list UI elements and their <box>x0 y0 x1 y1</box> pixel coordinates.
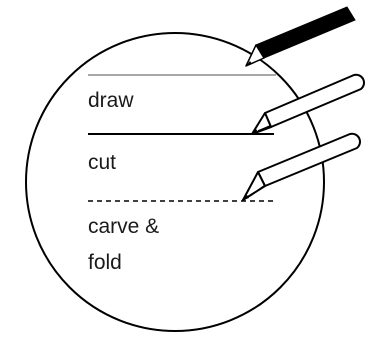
cut-label: cut <box>88 152 116 173</box>
scoring-pen-icon <box>243 134 360 200</box>
carve-fold-label-line1: carve & <box>88 216 159 237</box>
cutting-pen-icon <box>252 75 364 134</box>
legend-circle <box>26 33 324 331</box>
pencil-icon <box>246 7 355 66</box>
carve-fold-label-line2: fold <box>88 252 122 273</box>
draw-label: draw <box>88 90 134 111</box>
